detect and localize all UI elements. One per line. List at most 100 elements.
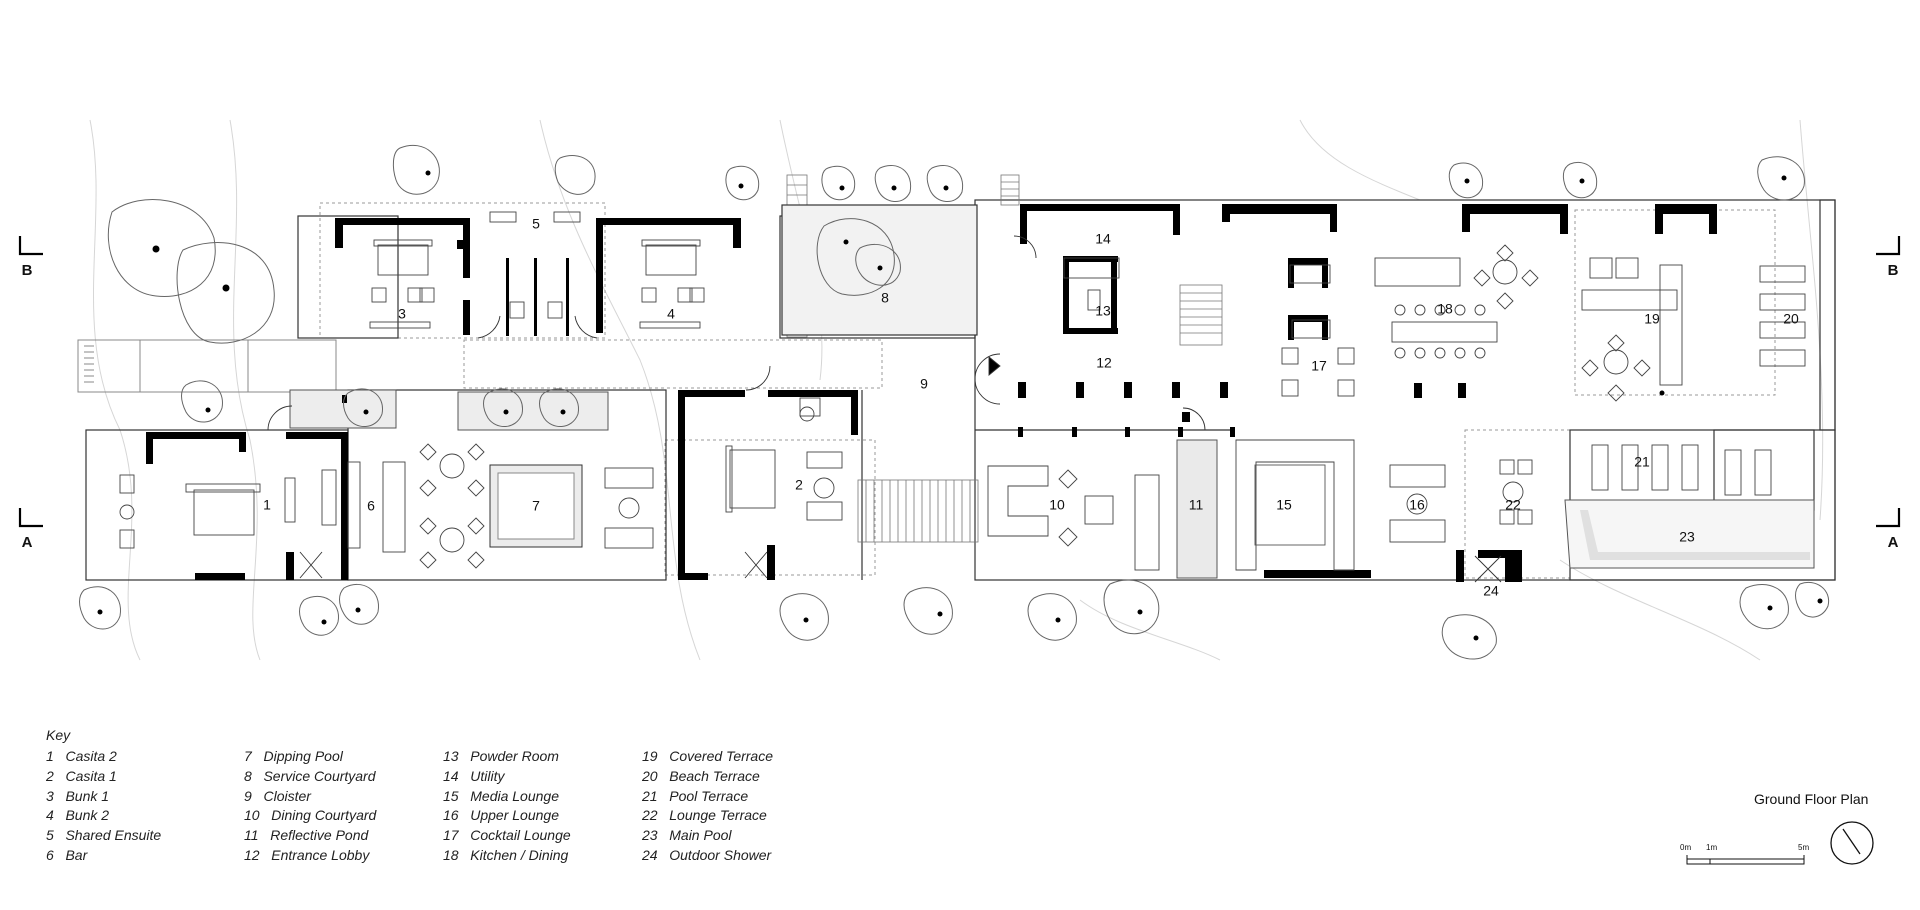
doors [267, 235, 1502, 583]
legend-item-number: 21 [642, 787, 658, 804]
legend-item-name: Main Pool [669, 827, 732, 844]
legend-item-number: 5 [46, 827, 54, 844]
legend-title: Key [46, 727, 71, 743]
legend-item-name: Outdoor Shower [669, 846, 772, 863]
legend-item: 8 Service Courtyard [244, 767, 376, 787]
legend-item-name: Casita 1 [65, 767, 117, 784]
room-label-13: 13 [1095, 303, 1111, 319]
legend-item-name: Media Lounge [470, 787, 559, 804]
room-label-21: 21 [1634, 454, 1650, 470]
legend-item-number: 14 [443, 767, 459, 784]
legend-item-name: Bar [65, 846, 88, 863]
legend-item-number: 23 [642, 827, 658, 844]
legend-item-number: 20 [642, 767, 658, 784]
legend-item: 12 Entrance Lobby [244, 846, 376, 866]
section-letter-a-right: A [1888, 534, 1899, 551]
room-label-6: 6 [367, 498, 375, 514]
legend-item-name: Dipping Pool [263, 748, 343, 764]
legend-item-name: Pool Terrace [669, 787, 749, 804]
room-label-11: 11 [1189, 497, 1204, 513]
section-letter-b-left: B [22, 262, 33, 279]
legend-item: 6 Bar [46, 846, 161, 866]
legend-item-name: Reflective Pond [270, 827, 369, 844]
legend-item-name: Cloister [263, 787, 311, 804]
section-marker-a-left: A [18, 508, 43, 551]
legend-item: 3 Bunk 1 [46, 787, 161, 807]
legend-item: 23 Main Pool [642, 826, 773, 846]
legend-item-name: Upper Lounge [470, 807, 559, 824]
room-label-24: 24 [1483, 583, 1499, 599]
legend-item-number: 16 [443, 807, 459, 824]
legend-item: 1 Casita 2 [46, 747, 161, 767]
section-marker-b-left: B [18, 236, 43, 279]
room-label-5: 5 [532, 216, 540, 232]
legend-item: 4 Bunk 2 [46, 806, 161, 826]
legend-item-number: 2 [46, 767, 54, 784]
legend-item: 10 Dining Courtyard [244, 806, 376, 826]
legend-item-name: Entrance Lobby [271, 846, 370, 863]
legend-item: 21 Pool Terrace [642, 787, 773, 807]
floor-plan-drawing: B B A A 1 2 3 4 5 6 7 8 9 10 11 12 13 14… [18, 119, 1901, 661]
room-label-1: 1 [263, 497, 271, 513]
legend-item-number: 8 [244, 767, 252, 784]
legend-item-name: Shared Ensuite [65, 827, 162, 844]
legend-item-name: Casita 2 [65, 748, 117, 764]
section-letter-b-right: B [1888, 262, 1899, 279]
legend-item-number: 18 [443, 846, 459, 863]
room-label-9: 9 [920, 376, 928, 392]
legend-item: 5 Shared Ensuite [46, 826, 161, 846]
legend-item: 18 Kitchen / Dining [443, 846, 571, 866]
legend-item: 22 Lounge Terrace [642, 806, 773, 826]
legend-item-number: 10 [244, 807, 260, 824]
site-contours [89, 119, 1824, 661]
section-marker-b-right: B [1876, 236, 1901, 279]
legend-item-number: 19 [642, 748, 658, 764]
legend-item-number: 17 [443, 827, 459, 844]
room-label-12: 12 [1096, 355, 1112, 371]
room-label-14: 14 [1095, 231, 1111, 247]
room-label-10: 10 [1049, 497, 1065, 513]
room-label-19: 19 [1644, 311, 1660, 327]
legend-item-name: Powder Room [470, 748, 559, 764]
legend-item-name: Bunk 2 [65, 807, 110, 824]
water-features [289, 389, 1815, 579]
scale-bar: 0m 1m 5m [1680, 843, 1810, 873]
legend-item-name: Kitchen / Dining [470, 846, 569, 863]
legend-item-name: Lounge Terrace [669, 807, 767, 824]
room-label-16: 16 [1409, 497, 1425, 513]
legend-item: 9 Cloister [244, 787, 376, 807]
legend-item-number: 13 [443, 748, 459, 764]
room-label-2: 2 [795, 477, 803, 493]
room-label-17: 17 [1311, 358, 1327, 374]
scale-bar-graphic [1686, 855, 1805, 865]
section-letter-a-left: A [22, 534, 33, 551]
legend-item-name: Service Courtyard [263, 767, 376, 784]
legend-item-number: 7 [244, 748, 252, 764]
legend-item-number: 3 [46, 787, 54, 804]
furniture [119, 211, 1806, 571]
legend-item: 17 Cocktail Lounge [443, 826, 571, 846]
legend-item: 14 Utility [443, 767, 571, 787]
legend-item: 20 Beach Terrace [642, 767, 773, 787]
legend-item-number: 6 [46, 846, 54, 863]
room-label-4: 4 [667, 306, 675, 322]
room-label-15: 15 [1276, 497, 1292, 513]
legend-item-name: Covered Terrace [669, 748, 774, 764]
legend-item-number: 11 [244, 827, 259, 844]
room-label-3: 3 [398, 306, 406, 322]
legend-item: 7 Dipping Pool [244, 747, 376, 767]
scale-label-0: 0m [1680, 843, 1692, 852]
legend-item: 15 Media Lounge [443, 787, 571, 807]
room-labels: 1 2 3 4 5 6 7 8 9 10 11 12 13 14 15 16 1… [263, 216, 1799, 599]
plan-title: Ground Floor Plan [1754, 791, 1869, 807]
legend-item: 24 Outdoor Shower [642, 846, 773, 866]
legend-item-number: 12 [244, 846, 260, 863]
walkway [77, 339, 337, 393]
legend-item-number: 22 [642, 807, 658, 824]
structural-walls [146, 204, 1717, 582]
legend-item-name: Bunk 1 [65, 787, 110, 804]
trees [79, 144, 1830, 660]
